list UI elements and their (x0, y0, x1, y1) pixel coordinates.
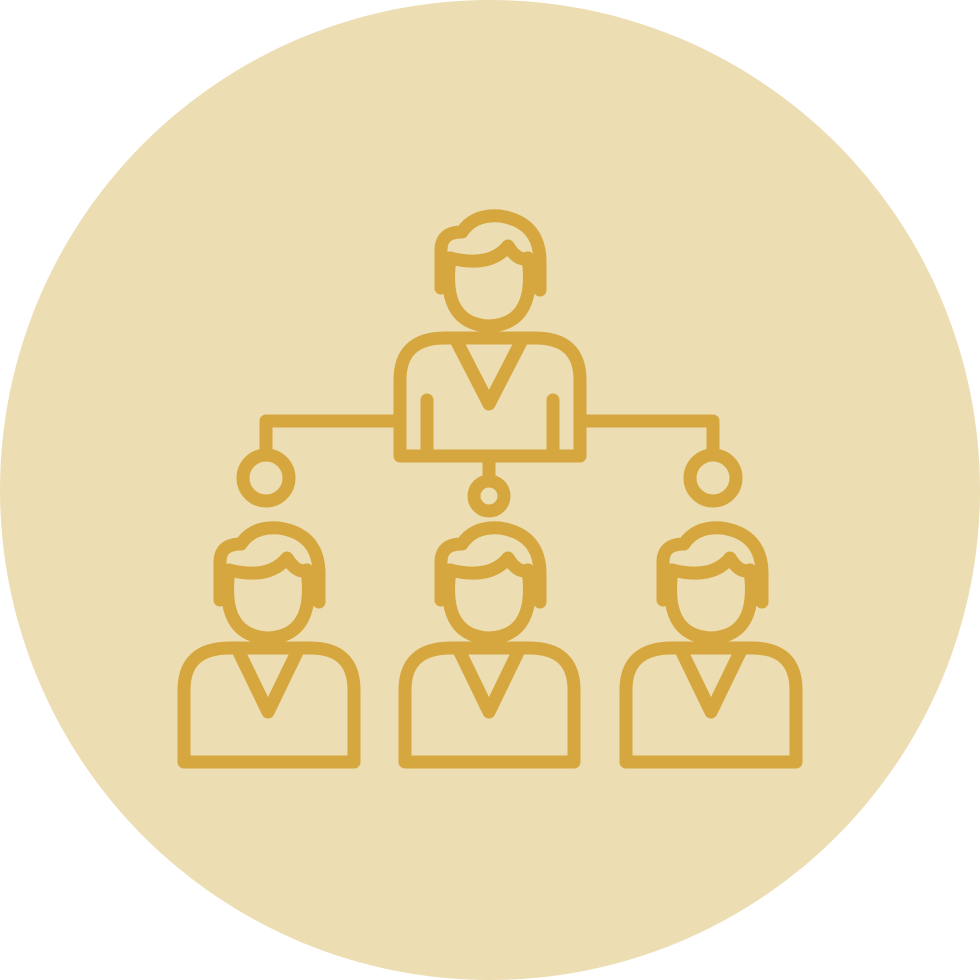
connector-nodes (236, 448, 743, 518)
bottom-right-person (619, 521, 803, 769)
left-node (236, 448, 296, 508)
hierarchy-graphic (177, 209, 803, 769)
center-node (467, 474, 511, 518)
top-person (393, 209, 587, 463)
bottom-center-person (398, 521, 581, 769)
right-node (683, 448, 743, 508)
bottom-left-person (177, 521, 361, 769)
